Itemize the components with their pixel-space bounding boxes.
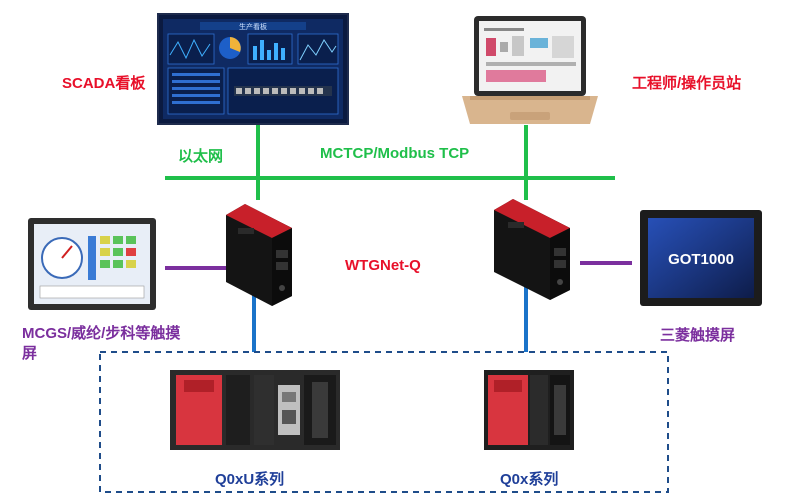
scada-screen-title: 生产看板 [239,22,267,31]
mcgs-hmi-panel [28,218,156,310]
ethernet-label: 以太网 [178,148,224,165]
plc-q0xu-rack [170,370,340,450]
plc-q0xu-label: Q0xU系列 [215,471,285,488]
mitsubishi-hmi-label: 三菱触摸屏 [660,327,736,344]
mcgs-hmi-label: MCGS/威纶/步科等触摸屏 [22,325,181,362]
plc-group-box [99,351,669,493]
got-brand-text: GOT1000 [668,251,734,268]
scada-screen: 生产看板 [157,13,349,125]
protocol-label: MCTCP/Modbus TCP [320,145,470,162]
gateway-label: WTGNet-Q [345,257,421,274]
plc-q0x-label: Q0x系列 [500,471,559,488]
engineer-station-label: 工程师/操作员站 [632,75,742,92]
mitsubishi-hmi-panel: GOT1000 [640,210,762,306]
gateway-device-left [226,204,292,306]
scada-label: SCADA看板 [62,75,146,92]
laptop-workstation [462,16,598,124]
gateway-device-right [494,199,570,300]
plc-q0x-rack [484,370,574,450]
